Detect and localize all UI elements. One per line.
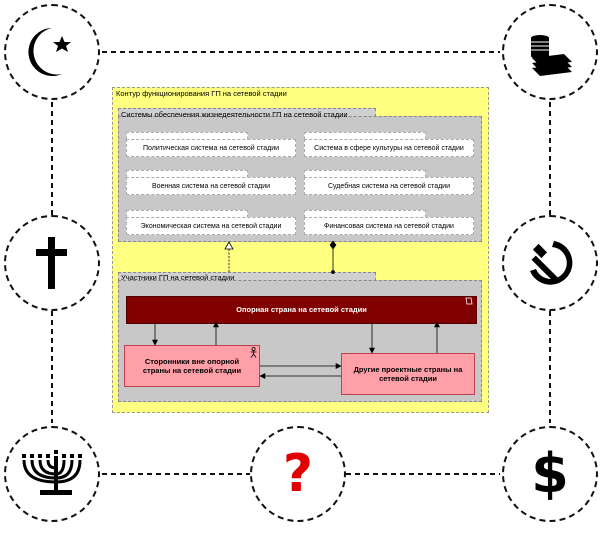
dollar-circle: $ — [502, 426, 598, 522]
economic-system: Экономическая система на сетевой стадии — [126, 217, 296, 235]
crescent-star-icon — [28, 28, 71, 76]
judaism-circle — [4, 426, 100, 522]
question-mark-icon: ? — [282, 444, 314, 504]
actor-icon — [250, 347, 257, 358]
system-tab — [304, 210, 426, 217]
money-stack-icon — [531, 35, 572, 76]
communism-circle — [502, 215, 598, 311]
islam-circle — [4, 4, 100, 100]
outer-contour-title: Контур функционирования ГП на сетевой ст… — [116, 89, 287, 98]
other-countries-label: Другие проектные страны на сетевой стади… — [353, 365, 463, 383]
money-circle — [502, 4, 598, 100]
political-system: Политическая система на сетевой стадии — [126, 139, 296, 157]
system-tab — [304, 132, 426, 139]
system-tab — [126, 132, 248, 139]
anchor-country-box: Опорная страна на сетевой стадии — [126, 296, 477, 324]
menorah-icon — [22, 450, 82, 495]
judicial-system: Судебная система на сетевой стадии — [304, 177, 474, 195]
dollar-icon: $ — [531, 442, 569, 505]
military-system: Военная система на сетевой стадии — [126, 177, 296, 195]
anchor-corner-icon — [465, 297, 473, 305]
support-systems-title: Системы обеспечения жизнедеятельности ГП… — [121, 110, 348, 119]
question-circle: ? — [250, 426, 346, 522]
supporters-box: Сторонники вне опорной страны на сетевой… — [124, 345, 260, 387]
system-tab — [304, 170, 426, 177]
culture-system: Система в сфере культуры на сетевой стад… — [304, 139, 474, 157]
hammer-sickle-icon — [530, 241, 573, 285]
christianity-circle — [4, 215, 100, 311]
system-tab — [126, 210, 248, 217]
system-tab — [126, 170, 248, 177]
cross-icon — [36, 237, 67, 289]
participants-title: Участники ГП на сетевой стадии — [121, 273, 235, 282]
financial-system: Финансовая система на сетевой стадии — [304, 217, 474, 235]
supporters-label: Сторонники вне опорной страны на сетевой… — [142, 357, 242, 375]
other-countries-box: Другие проектные страны на сетевой стади… — [341, 353, 475, 395]
